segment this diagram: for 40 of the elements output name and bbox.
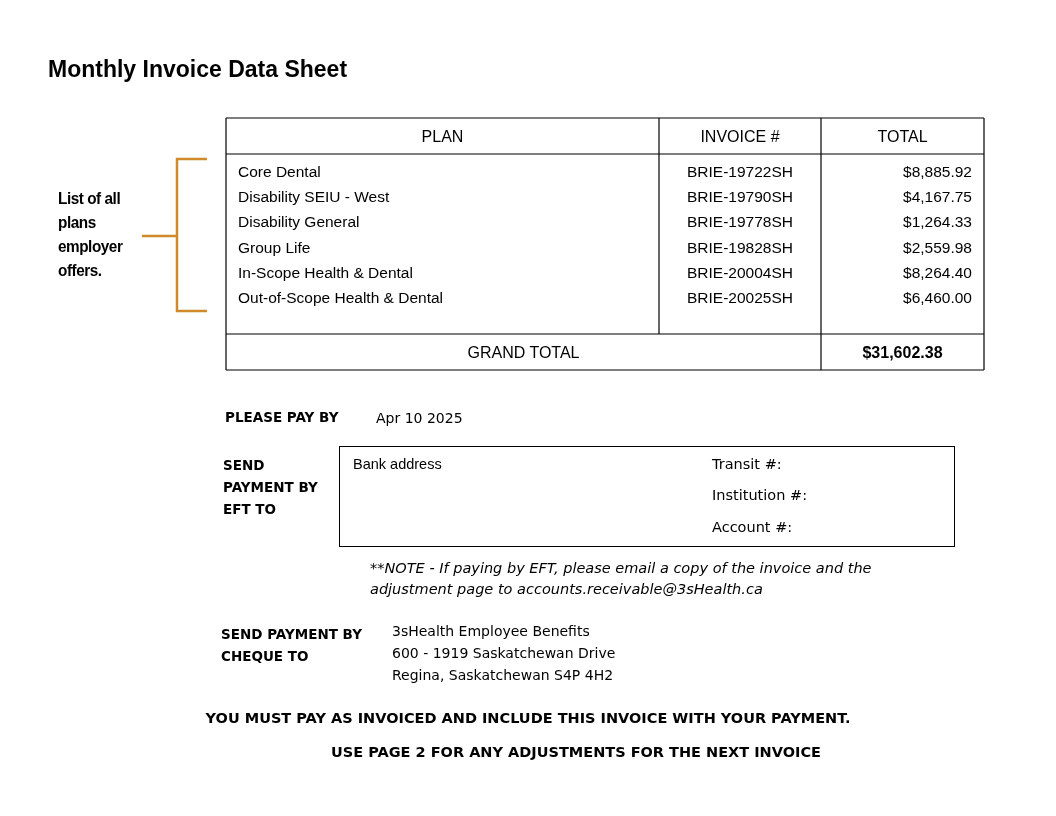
amount: $2,559.98 — [903, 238, 972, 258]
amount: $6,460.00 — [903, 289, 972, 308]
address-line: 600 - 1919 Saskatchewan Drive — [392, 645, 616, 662]
column-header: INVOICE # — [699, 127, 781, 147]
amount: $8,264.40 — [903, 263, 972, 283]
field-label: SEND PAYMENT BY EFT TO — [223, 456, 319, 519]
column-header: PLAN — [420, 127, 465, 147]
note: **NOTE - If paying by EFT, please email a copy of the invoice and the adjustment page to accounts.receivable@3sHealth.ca — [370, 559, 873, 599]
address-line: 3sHealth Employee Benefits — [392, 623, 590, 640]
field-label: Account #: — [712, 519, 793, 537]
plan-name: Disability SEIU - West — [238, 188, 390, 207]
payment-details-box — [339, 446, 955, 547]
address-line: Regina, Saskatchewan S4P 4H2 — [392, 667, 614, 684]
plan-name: In-Scope Health & Dental — [238, 263, 413, 283]
address-label: Bank address — [353, 456, 442, 474]
invoice-number: BRIE-19828SH — [686, 238, 794, 258]
instruction: USE PAGE 2 FOR ANY ADJUSTMENTS FOR THE NEXT INVOICE — [330, 744, 822, 762]
field-label: SEND PAYMENT BY CHEQUE TO — [221, 625, 363, 666]
plan-name: Group Life — [238, 238, 311, 258]
invoice-number: BRIE-19790SH — [686, 188, 794, 207]
grand-total-amount: $31,602.38 — [861, 343, 944, 363]
instruction: YOU MUST PAY AS INVOICED AND INCLUDE THIS INVOICE WITH YOUR PAYMENT. — [204, 710, 852, 728]
invoice-number: BRIE-19722SH — [686, 163, 794, 182]
amount: $8,885.92 — [903, 163, 972, 182]
plan-name: Out-of-Scope Health & Dental — [238, 289, 444, 308]
annotation: List of all plans employer offers. — [58, 188, 124, 282]
field-label: Transit #: — [712, 456, 782, 474]
page-title: Monthly Invoice Data Sheet — [48, 56, 348, 84]
amount: $1,264.33 — [903, 213, 972, 232]
invoice-number: BRIE-20004SH — [686, 263, 794, 283]
plan-name: Disability General — [238, 213, 360, 232]
field-label: PLEASE PAY BY — [225, 409, 339, 426]
plan-name: Core Dental — [238, 163, 321, 182]
date-value: Apr 10 2025 — [376, 410, 463, 427]
invoice-number: BRIE-19778SH — [686, 213, 794, 232]
amount: $4,167.75 — [903, 188, 972, 207]
column-header: TOTAL — [876, 127, 929, 147]
field-label: Institution #: — [712, 487, 808, 505]
grand-total-label: GRAND TOTAL — [466, 343, 581, 363]
invoice-number: BRIE-20025SH — [686, 289, 794, 308]
